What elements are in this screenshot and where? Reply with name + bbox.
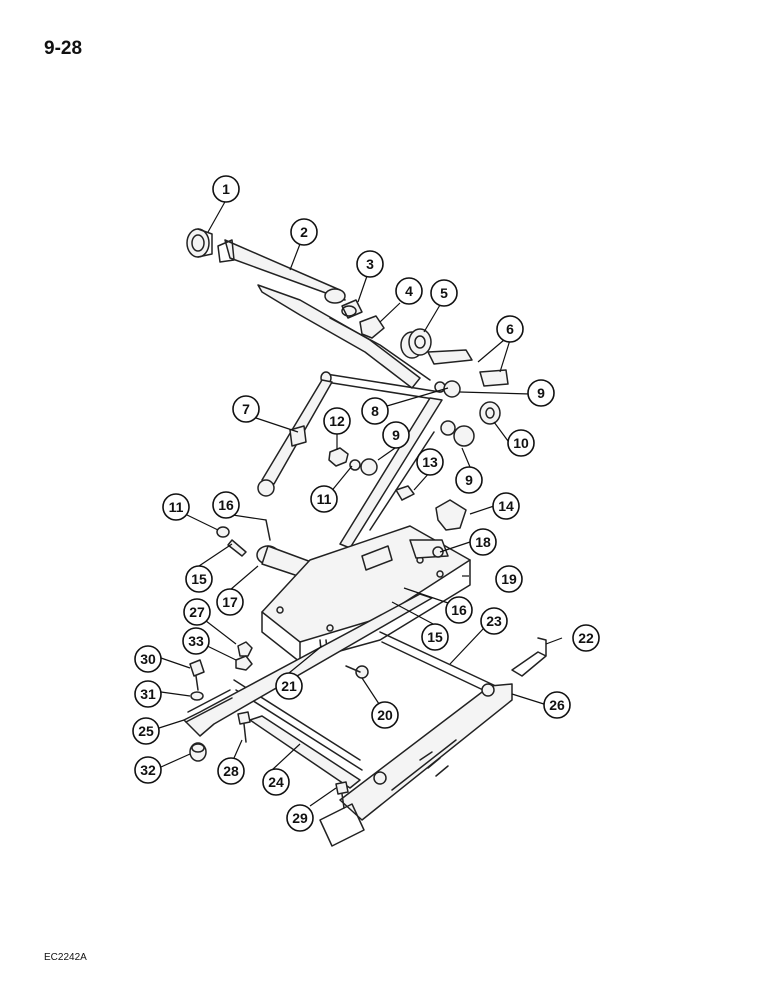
callout-9-c: 9 xyxy=(455,466,483,494)
svg-text:27: 27 xyxy=(189,604,205,620)
callout-32: 32 xyxy=(134,756,162,784)
callout-1: 1 xyxy=(212,175,240,203)
callout-15-a: 15 xyxy=(185,565,213,593)
svg-text:6: 6 xyxy=(506,321,514,337)
callout-9-b: 9 xyxy=(382,421,410,449)
svg-text:3: 3 xyxy=(366,256,374,272)
svg-text:11: 11 xyxy=(317,491,332,507)
part-12-nut xyxy=(328,447,349,467)
callout-6: 6 xyxy=(496,315,524,343)
svg-text:12: 12 xyxy=(329,413,345,429)
part-32-cap xyxy=(189,742,207,762)
callout-4: 4 xyxy=(395,277,423,305)
page-number: 9-28 xyxy=(44,38,83,59)
callout-23: 23 xyxy=(480,607,508,635)
callout-28: 28 xyxy=(217,757,245,785)
callout-10: 10 xyxy=(507,429,535,457)
callout-33: 33 xyxy=(182,627,210,655)
callout-30: 30 xyxy=(134,645,162,673)
callout-27: 27 xyxy=(183,598,211,626)
part-10-roller xyxy=(479,401,501,425)
svg-text:18: 18 xyxy=(475,534,491,550)
part-13-bolt xyxy=(395,485,415,501)
figure-code: EC2242A xyxy=(44,952,87,963)
callout-8: 8 xyxy=(361,397,389,425)
svg-text:26: 26 xyxy=(549,697,565,713)
callout-14: 14 xyxy=(492,492,520,520)
callout-31: 31 xyxy=(134,680,162,708)
part-2-upper-arm xyxy=(217,239,431,389)
svg-text:28: 28 xyxy=(223,763,239,779)
svg-text:33: 33 xyxy=(188,633,204,649)
callout-22: 22 xyxy=(572,624,600,652)
callout-16-a: 16 xyxy=(212,491,240,519)
svg-text:9: 9 xyxy=(465,472,473,488)
part-6-wedges xyxy=(427,349,509,387)
part-30-31-bolt-washer xyxy=(189,659,205,701)
callout-17: 17 xyxy=(216,588,244,616)
svg-text:21: 21 xyxy=(281,678,297,694)
svg-text:17: 17 xyxy=(222,594,238,610)
part-27-33-nuts xyxy=(235,641,253,671)
callout-15-b: 15 xyxy=(421,623,449,651)
callout-20: 20 xyxy=(371,701,399,729)
svg-text:11: 11 xyxy=(169,499,184,515)
callout-18: 18 xyxy=(469,528,497,556)
svg-text:24: 24 xyxy=(268,774,284,790)
svg-text:16: 16 xyxy=(451,602,467,618)
callout-12: 12 xyxy=(323,407,351,435)
svg-text:15: 15 xyxy=(427,629,443,645)
svg-text:23: 23 xyxy=(486,613,502,629)
callout-2: 2 xyxy=(290,218,318,246)
callout-11-b: 11 xyxy=(310,485,338,513)
callout-9-a: 9 xyxy=(527,379,555,407)
svg-text:22: 22 xyxy=(578,630,594,646)
part-14-block xyxy=(435,499,467,531)
svg-text:8: 8 xyxy=(371,403,379,419)
part-3-bush xyxy=(341,299,363,319)
svg-text:30: 30 xyxy=(140,651,156,667)
svg-text:32: 32 xyxy=(140,762,156,778)
part-8-9-bushes xyxy=(349,380,475,476)
callout-25: 25 xyxy=(132,717,160,745)
part-4-clip xyxy=(359,315,385,339)
svg-text:20: 20 xyxy=(377,707,393,723)
svg-text:13: 13 xyxy=(422,454,438,470)
part-22-bracket xyxy=(511,637,547,677)
callout-29: 29 xyxy=(286,804,314,832)
part-28-29-bolts xyxy=(237,711,349,809)
svg-text:29: 29 xyxy=(292,810,308,826)
svg-text:9: 9 xyxy=(392,427,400,443)
callout-5: 5 xyxy=(430,279,458,307)
callout-26: 26 xyxy=(543,691,571,719)
callout-24: 24 xyxy=(262,768,290,796)
svg-text:4: 4 xyxy=(405,283,413,299)
parts-drawing xyxy=(183,228,547,847)
callout-11-a: 11 xyxy=(162,493,190,521)
svg-text:7: 7 xyxy=(242,401,250,417)
callout-16-b: 16 xyxy=(445,596,473,624)
svg-text:25: 25 xyxy=(138,723,154,739)
svg-text:14: 14 xyxy=(498,498,514,514)
svg-text:10: 10 xyxy=(513,435,529,451)
svg-text:31: 31 xyxy=(140,686,156,702)
svg-text:1: 1 xyxy=(222,181,230,197)
svg-text:9: 9 xyxy=(537,385,545,401)
svg-text:5: 5 xyxy=(440,285,448,301)
svg-text:15: 15 xyxy=(191,571,207,587)
callout-3: 3 xyxy=(356,250,384,278)
part-23-26-lower-frame xyxy=(183,593,513,847)
part-5-roller xyxy=(400,328,432,359)
part-1-end-bush xyxy=(186,228,213,258)
svg-text:19: 19 xyxy=(501,571,517,587)
callout-21: 21 xyxy=(275,672,303,700)
svg-text:16: 16 xyxy=(218,497,234,513)
callout-7: 7 xyxy=(232,395,260,423)
svg-text:2: 2 xyxy=(300,224,308,240)
callout-19: 19 xyxy=(495,565,523,593)
callout-13: 13 xyxy=(416,448,444,476)
